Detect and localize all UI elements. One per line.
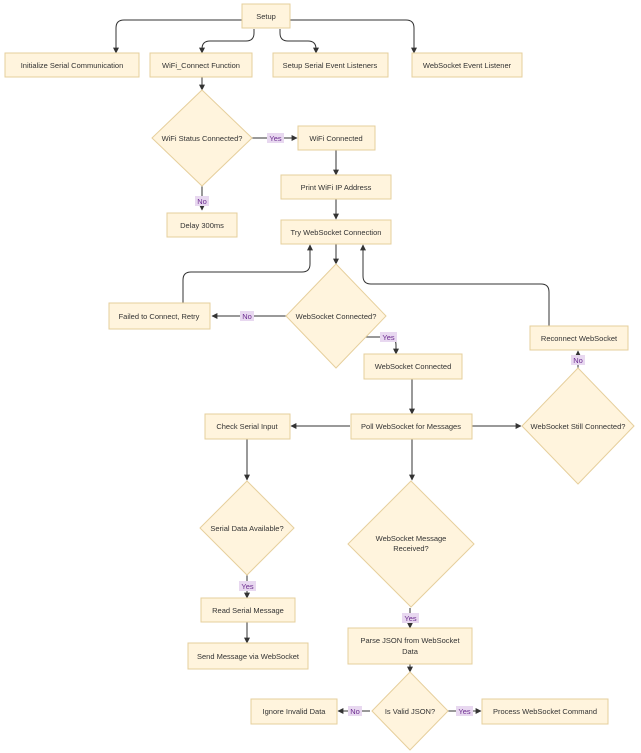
svg-text:Serial Data Available?: Serial Data Available? — [210, 524, 283, 533]
node-delay[interactable]: Delay 300ms — [166, 212, 238, 238]
edge-reconnect-try-ws — [360, 244, 550, 326]
node-check-serial[interactable]: Check Serial Input — [204, 413, 291, 440]
svg-text:Ignore Invalid Data: Ignore Invalid Data — [263, 707, 327, 716]
node-setup[interactable]: Setup — [241, 3, 291, 29]
svg-text:No: No — [350, 707, 360, 716]
edge-failed-try-ws — [182, 244, 313, 303]
svg-text:Read Serial Message: Read Serial Message — [212, 606, 284, 615]
svg-text:Setup Serial Event Listeners: Setup Serial Event Listeners — [283, 61, 378, 70]
svg-text:WiFi Status Connected?: WiFi Status Connected? — [162, 134, 243, 143]
edge-label-msg-yes: Yes — [402, 613, 419, 623]
svg-text:Delay 300ms: Delay 300ms — [180, 221, 224, 230]
edge-label-wifi-no: No — [195, 196, 209, 206]
svg-text:WebSocket Connected: WebSocket Connected — [375, 362, 452, 371]
svg-text:No: No — [197, 197, 207, 206]
edge-setup-init-serial — [113, 19, 245, 54]
node-init-serial[interactable]: Initialize Serial Communication — [4, 52, 140, 78]
node-ws-still-decision[interactable]: WebSocket Still Connected? — [521, 367, 635, 485]
nodes: Setup Initialize Serial Communication Wi… — [4, 3, 635, 751]
svg-text:Print WiFi IP Address: Print WiFi IP Address — [301, 183, 372, 192]
svg-text:Reconnect WebSocket: Reconnect WebSocket — [541, 334, 618, 343]
edge-label-ws-yes: Yes — [380, 332, 397, 342]
edge-label-json-no: No — [348, 706, 362, 716]
svg-text:Yes: Yes — [382, 333, 394, 342]
node-process-cmd[interactable]: Process WebSocket Command — [481, 698, 609, 725]
svg-text:Yes: Yes — [458, 707, 470, 716]
node-wifi-status-decision[interactable]: WiFi Status Connected? — [151, 89, 253, 187]
node-ws-event-listener[interactable]: WebSocket Event Listener — [411, 52, 523, 78]
edge-label-serial-yes: Yes — [239, 581, 256, 591]
node-send-msg[interactable]: Send Message via WebSocket — [187, 642, 309, 670]
svg-text:Initialize Serial Communicatio: Initialize Serial Communication — [21, 61, 124, 70]
svg-text:Failed to Connect, Retry: Failed to Connect, Retry — [119, 312, 200, 321]
edge-setup-ws-listener — [289, 19, 417, 54]
svg-text:Yes: Yes — [269, 134, 281, 143]
svg-text:WebSocket Connected?: WebSocket Connected? — [296, 312, 377, 321]
svg-text:Parse JSON from WebSocket: Parse JSON from WebSocket — [360, 636, 460, 645]
node-ws-msg-decision[interactable]: WebSocket Message Received? — [347, 480, 475, 608]
svg-text:Poll WebSocket for Messages: Poll WebSocket for Messages — [361, 422, 461, 431]
node-print-ip[interactable]: Print WiFi IP Address — [280, 174, 392, 200]
svg-text:Is Valid JSON?: Is Valid JSON? — [385, 707, 435, 716]
svg-text:Check Serial Input: Check Serial Input — [216, 422, 278, 431]
svg-text:WebSocket Message: WebSocket Message — [376, 534, 447, 543]
node-valid-json-decision[interactable]: Is Valid JSON? — [371, 671, 449, 751]
svg-text:Received?: Received? — [393, 544, 428, 553]
edge-label-still-no: No — [571, 355, 585, 365]
svg-text:Yes: Yes — [241, 582, 253, 591]
svg-text:WebSocket Event Listener: WebSocket Event Listener — [423, 61, 512, 70]
svg-text:WebSocket Still Connected?: WebSocket Still Connected? — [531, 422, 626, 431]
svg-text:Try WebSocket Connection: Try WebSocket Connection — [291, 228, 382, 237]
svg-text:No: No — [573, 356, 583, 365]
node-ignore-invalid[interactable]: Ignore Invalid Data — [250, 698, 338, 725]
node-failed-retry[interactable]: Failed to Connect, Retry — [108, 302, 211, 330]
node-wifi-connect-fn[interactable]: WiFi_Connect Function — [149, 52, 253, 78]
node-parse-json[interactable]: Parse JSON from WebSocket Data — [347, 627, 473, 665]
svg-text:WiFi_Connect Function: WiFi_Connect Function — [162, 61, 240, 70]
edge-label-ws-no: No — [240, 311, 254, 321]
edge-label-json-yes: Yes — [456, 706, 473, 716]
edge-setup-wifi-connect — [199, 29, 255, 54]
node-setup-serial-listeners[interactable]: Setup Serial Event Listeners — [272, 52, 389, 78]
node-read-serial[interactable]: Read Serial Message — [200, 597, 296, 623]
node-try-ws[interactable]: Try WebSocket Connection — [280, 219, 392, 245]
node-ws-connected[interactable]: WebSocket Connected — [363, 353, 463, 380]
svg-text:WiFi Connected: WiFi Connected — [309, 134, 362, 143]
svg-text:Process WebSocket Command: Process WebSocket Command — [493, 707, 597, 716]
node-ws-connected-decision[interactable]: WebSocket Connected? — [285, 263, 387, 369]
svg-text:Setup: Setup — [256, 12, 276, 21]
svg-text:Data: Data — [402, 647, 419, 656]
node-serial-avail-decision[interactable]: Serial Data Available? — [199, 480, 295, 576]
edge-setup-serial-listeners — [279, 29, 319, 54]
node-wifi-connected[interactable]: WiFi Connected — [297, 125, 376, 151]
svg-text:No: No — [242, 312, 252, 321]
edge-labels: Yes No No Yes No Yes Yes No — [195, 133, 585, 716]
node-reconnect-ws[interactable]: Reconnect WebSocket — [529, 325, 629, 351]
edge-label-wifi-yes: Yes — [267, 133, 284, 143]
svg-text:Send Message via WebSocket: Send Message via WebSocket — [197, 652, 300, 661]
svg-text:Yes: Yes — [404, 614, 416, 623]
node-poll-ws[interactable]: Poll WebSocket for Messages — [350, 413, 473, 440]
